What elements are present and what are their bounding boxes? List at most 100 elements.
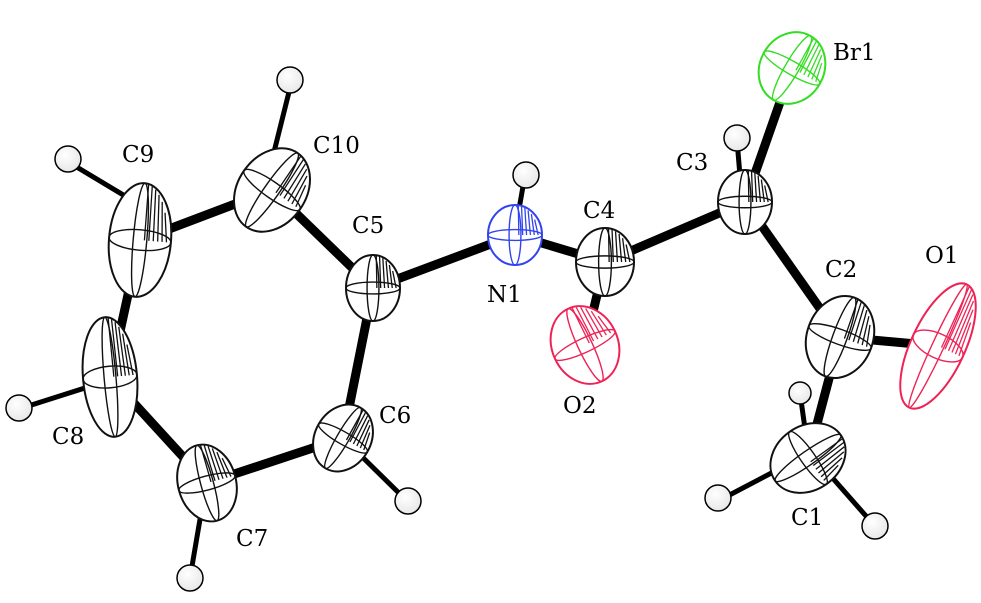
label-br1: Br1 xyxy=(833,40,876,66)
hydrogen-c3 xyxy=(723,124,751,152)
hatch-line-c8 xyxy=(114,322,123,377)
label-c6: C6 xyxy=(379,403,411,429)
hatch-line-c1 xyxy=(823,464,839,481)
hatch-line-c7 xyxy=(216,451,228,478)
hatch-line-c6 xyxy=(359,425,371,449)
ellipsoid-c2 xyxy=(804,294,876,380)
hatch-line-c6 xyxy=(352,415,369,445)
hatch-line-n1 xyxy=(524,207,528,236)
hatch-line-c3 xyxy=(760,179,765,203)
hatch-line-n1 xyxy=(527,210,532,236)
hatch-line-c10 xyxy=(283,163,307,199)
hatch-line-c3 xyxy=(754,173,758,203)
ellipsoid-axis2-c2 xyxy=(823,296,857,378)
atom-c3 xyxy=(717,169,773,235)
hatch-line-c9 xyxy=(148,186,153,241)
ellipsoid-br1 xyxy=(757,31,827,105)
hatch-line-c8 xyxy=(118,326,127,376)
ellipsoid-axis-c2 xyxy=(808,322,872,352)
label-c7: C7 xyxy=(236,526,268,552)
hatch-line-c1 xyxy=(810,437,844,463)
ellipsoid-o2 xyxy=(549,305,621,385)
label-c9: C9 xyxy=(122,142,154,168)
hatch-line-o2 xyxy=(590,310,607,336)
hatch-line-o2 xyxy=(580,306,599,340)
hatch-line-c5 xyxy=(385,260,390,289)
hatch-line-c3 xyxy=(757,175,762,203)
hatch-line-c3 xyxy=(747,170,750,203)
hatch-line-c8 xyxy=(126,344,134,376)
ellipsoid-axis2-c7 xyxy=(194,444,220,522)
hatch-line-c8 xyxy=(122,333,130,376)
hatch-line-o1 xyxy=(947,294,974,352)
hatch-line-c2 xyxy=(861,316,870,346)
ellipsoid-axis-o2 xyxy=(554,328,616,362)
hatch-line-br1 xyxy=(807,49,822,78)
hatch-line-c4 xyxy=(625,244,631,263)
atom-br1 xyxy=(757,31,827,105)
hatch-line-c4 xyxy=(611,229,614,263)
hatch-line-br1 xyxy=(795,37,815,71)
hatch-line-br1 xyxy=(799,40,818,73)
ellipsoid-axis2-c6 xyxy=(324,406,362,470)
ellipsoid-axis-c3 xyxy=(717,195,773,209)
hatch-line-c4 xyxy=(618,234,623,263)
atom-c10 xyxy=(233,147,311,233)
hatch-line-c5 xyxy=(392,270,397,289)
atom-c5 xyxy=(345,254,401,322)
hatch-line-br1 xyxy=(815,62,823,82)
hatch-line-c8 xyxy=(110,319,119,377)
hatch-line-c3 xyxy=(750,171,754,203)
hatch-line-o2 xyxy=(597,315,612,334)
label-o2: O2 xyxy=(563,393,597,419)
hatch-line-c5 xyxy=(382,258,386,289)
atom-n1 xyxy=(487,204,543,266)
atom-c9 xyxy=(107,182,173,298)
hatch-line-c10 xyxy=(275,155,302,194)
atom-c2 xyxy=(804,294,876,380)
ellipsoid-axis2-c4 xyxy=(597,227,613,297)
hatch-line-c1 xyxy=(812,441,845,467)
hatch-line-c5 xyxy=(388,264,393,289)
hatch-line-c10 xyxy=(279,159,305,196)
hatch-line-c4 xyxy=(614,231,619,263)
label-c5: C5 xyxy=(352,213,384,239)
hydrogen-c1-right xyxy=(861,512,889,540)
hatch-line-c2 xyxy=(848,301,862,341)
label-c2: C2 xyxy=(825,257,857,283)
atom-c4 xyxy=(575,227,635,297)
hatch-line-br1 xyxy=(811,55,823,80)
hatch-line-c3 xyxy=(764,185,769,203)
hydrogen-c7 xyxy=(176,564,204,592)
atom-c1 xyxy=(769,422,847,494)
hatch-line-n1 xyxy=(520,206,524,236)
atom-c7 xyxy=(176,443,238,523)
atom-c6 xyxy=(312,403,374,473)
hatch-line-c5 xyxy=(375,255,378,289)
ellipsoid-axis-c9 xyxy=(108,228,172,252)
hatch-line-n1 xyxy=(517,205,520,236)
hatch-line-c7 xyxy=(211,448,224,479)
hatch-line-c6 xyxy=(363,432,371,451)
ellipsoid-axis2-c9 xyxy=(130,182,150,298)
hatch-line-c6 xyxy=(349,412,367,443)
atom-o2 xyxy=(549,305,621,385)
hatch-line-c8 xyxy=(107,317,115,377)
hatch-line-c5 xyxy=(378,256,382,289)
hydrogen-c1-top xyxy=(788,381,812,405)
hatch-line-o1 xyxy=(944,289,973,350)
ellipsoid-axis-c7 xyxy=(178,472,236,494)
hatch-line-o1 xyxy=(954,309,974,355)
hatch-line-c7 xyxy=(199,444,212,483)
hatch-line-c9 xyxy=(156,194,160,242)
atom-c8 xyxy=(81,316,139,438)
atom-o1 xyxy=(899,282,977,410)
label-c10: C10 xyxy=(313,133,360,159)
hatch-line-c6 xyxy=(345,409,364,441)
hydrogen-c6 xyxy=(394,487,422,515)
hydrogen-c10 xyxy=(276,66,304,94)
hatch-line-c9 xyxy=(152,189,157,242)
label-c4: C4 xyxy=(583,198,615,224)
